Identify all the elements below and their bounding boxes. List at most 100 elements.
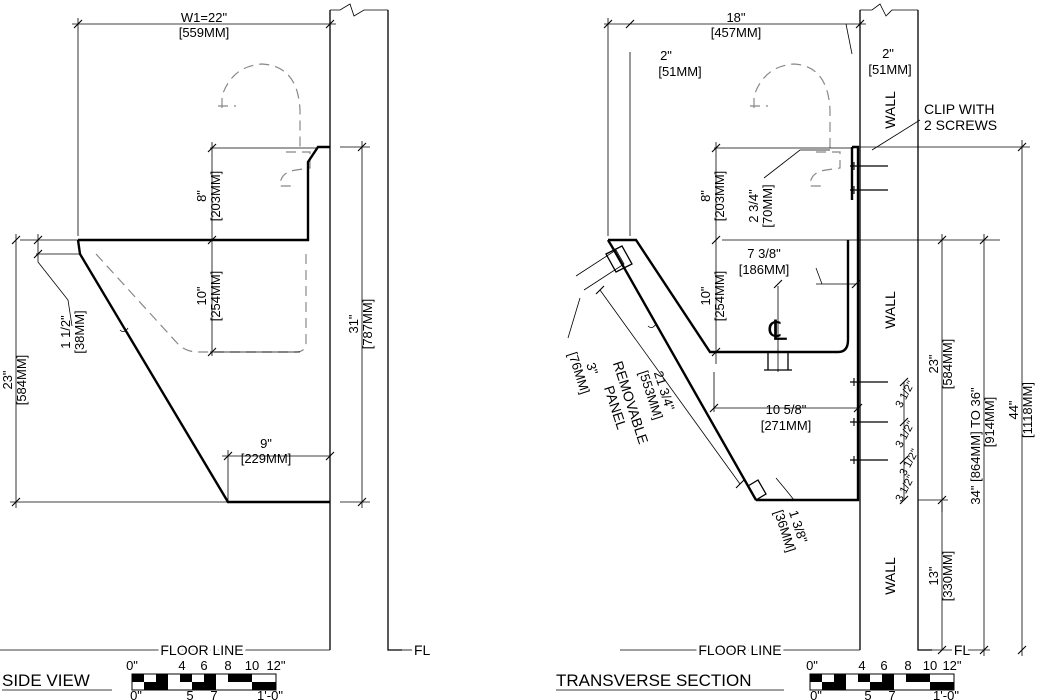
- side-wall-back-line: [387, 10, 402, 651]
- trans-screw-sp-1: 3 1/2": [893, 379, 917, 410]
- scale-right-top-12: 12": [942, 658, 961, 673]
- trans-wall-bottom: WALL: [882, 557, 898, 595]
- scale-left-bottom-1ft: 1'-0": [257, 688, 283, 700]
- side-9-ticks: [223, 451, 335, 461]
- trans-738-ticks: [773, 279, 861, 289]
- trans-d23-mm: [584MM]: [940, 339, 955, 390]
- scale-right-block-6: [822, 682, 846, 690]
- trans-d738-in: 7 3/8": [747, 246, 781, 261]
- trans-dim-10: 10" [254MM]: [698, 271, 727, 322]
- scale-right-block-3: [858, 674, 870, 682]
- side-faucet-valve: [279, 151, 311, 187]
- scale-left-top-0: 0": [126, 658, 138, 673]
- trans-dim-3-leader: [575, 249, 625, 291]
- trans-d8-mm: [203MM]: [712, 171, 727, 222]
- scale-left-bottom-5: 5: [186, 688, 193, 700]
- trans-d2l-mm: [51MM]: [658, 64, 701, 79]
- trans-wall-back-line: [917, 10, 932, 651]
- trans-screw-spacing-1: 3 1/2": [893, 379, 917, 410]
- trans-d8-in: 8": [698, 190, 713, 202]
- side-d31-in: 31": [346, 314, 361, 333]
- scale-left-block-6: [144, 682, 168, 690]
- side-31-ticks: [357, 142, 367, 507]
- trans-drain-mark: [647, 323, 657, 328]
- scale-right-top-0: 0": [806, 658, 818, 673]
- scale-left-bottom-7: 7: [210, 688, 217, 700]
- scale-right-block-7: [870, 682, 894, 690]
- trans-screws: [850, 165, 888, 461]
- trans-2134-ticks: [595, 285, 745, 489]
- trans-dim-8: 8" [203MM]: [698, 171, 727, 222]
- side-dim-23: 23" [584MM]: [0, 355, 29, 406]
- side-d8-in: 8": [194, 190, 209, 202]
- trans-d2l-in: 2": [660, 48, 672, 63]
- transverse-section-title: TRANSVERSE SECTION: [556, 671, 752, 690]
- trans-fl-label: FL: [954, 642, 971, 658]
- side-d10-mm: [254MM]: [208, 271, 223, 322]
- side-23-ticks: [11, 235, 21, 507]
- side-sink-deck: [78, 145, 330, 242]
- trans-wall-top: WALL: [882, 91, 898, 129]
- trans-d10-in: 10": [698, 286, 713, 305]
- trans-d1058-mm: [271MM]: [761, 418, 812, 433]
- scale-left-block-3: [180, 674, 192, 682]
- trans-dim-2134-line: [599, 289, 741, 485]
- scale-right-block-5: [906, 674, 930, 682]
- trans-wall-mid: WALL: [882, 291, 898, 329]
- scale-left-bottom-0: 0": [130, 688, 142, 700]
- scale-right-block-8: [930, 682, 954, 690]
- trans-23-13-ticks: [937, 235, 947, 655]
- trans-dim-13: 13" [330MM]: [926, 551, 955, 602]
- trans-d44-mm: [1118MM]: [1020, 382, 1035, 438]
- scale-right-block-2: [834, 674, 846, 682]
- trans-d2r-in: 2": [882, 46, 894, 61]
- scale-left-block-4: [204, 674, 216, 682]
- trans-d1058-in: 10 5/8": [766, 402, 807, 417]
- scale-left-top-4: 4: [178, 658, 185, 673]
- trans-dim-138-leader: [775, 477, 795, 501]
- side-w1-ticks: [73, 19, 335, 29]
- trans-d18-mm: [457MM]: [711, 25, 762, 40]
- trans-clip-line2: 2 SCREWS: [924, 117, 997, 133]
- trans-d44-in: 44": [1006, 400, 1021, 419]
- scale-right-top-4: 4: [858, 658, 865, 673]
- side-dim-112: 1 1/2" [38MM]: [58, 310, 87, 353]
- side-8-10-ticks: [207, 143, 217, 357]
- side-wall-break-symbol: [330, 3, 388, 17]
- scale-right-top-10: 10: [923, 658, 937, 673]
- side-112-ticks: [33, 235, 43, 259]
- trans-top-ticks: [603, 19, 865, 29]
- side-dim-10: 10" [254MM]: [194, 271, 223, 322]
- trans-dim-34: 34" [864MM] TO 36" [914MM]: [968, 387, 997, 505]
- trans-wall-label-bottom: WALL: [882, 557, 898, 595]
- scale-left-block-2: [156, 674, 168, 682]
- trans-d10-mm: [254MM]: [712, 271, 727, 322]
- side-dim-8: 8" [203MM]: [194, 171, 223, 222]
- trans-screw-sp-2: 3 1/2": [893, 419, 917, 450]
- trans-screw-spacing-2: 3 1/2": [893, 419, 917, 450]
- transverse-section: WALL WALL WALL: [556, 3, 1035, 691]
- scale-left-block-5: [228, 674, 252, 682]
- trans-d34-mm: [914MM]: [982, 397, 997, 448]
- scale-left-block-7: [192, 682, 216, 690]
- trans-8-10-ticks: [711, 143, 721, 357]
- trans-centerline-symbol: ℄: [768, 315, 787, 346]
- side-d112-in: 1 1/2": [58, 315, 73, 349]
- scale-left-top-6: 6: [200, 658, 207, 673]
- scale-left-block-8: [252, 682, 276, 690]
- trans-sink-basin: [608, 238, 850, 354]
- side-d31-mm: [787MM]: [360, 299, 375, 350]
- trans-d234-mm: [70MM]: [760, 184, 775, 227]
- side-d9-mm: [229MM]: [241, 451, 292, 466]
- trans-dim-234-leader: [763, 149, 830, 179]
- scale-left-top-12: 12": [266, 658, 285, 673]
- scale-left-top-10: 10: [245, 658, 259, 673]
- scale-right-block-4: [882, 674, 894, 682]
- trans-wall-label-mid: WALL: [882, 291, 898, 329]
- trans-dim-3-ext: [567, 297, 581, 339]
- side-fl-label: FL: [414, 642, 431, 658]
- trans-floor-line-label: FLOOR LINE: [698, 642, 781, 658]
- scale-right-top-6: 6: [880, 658, 887, 673]
